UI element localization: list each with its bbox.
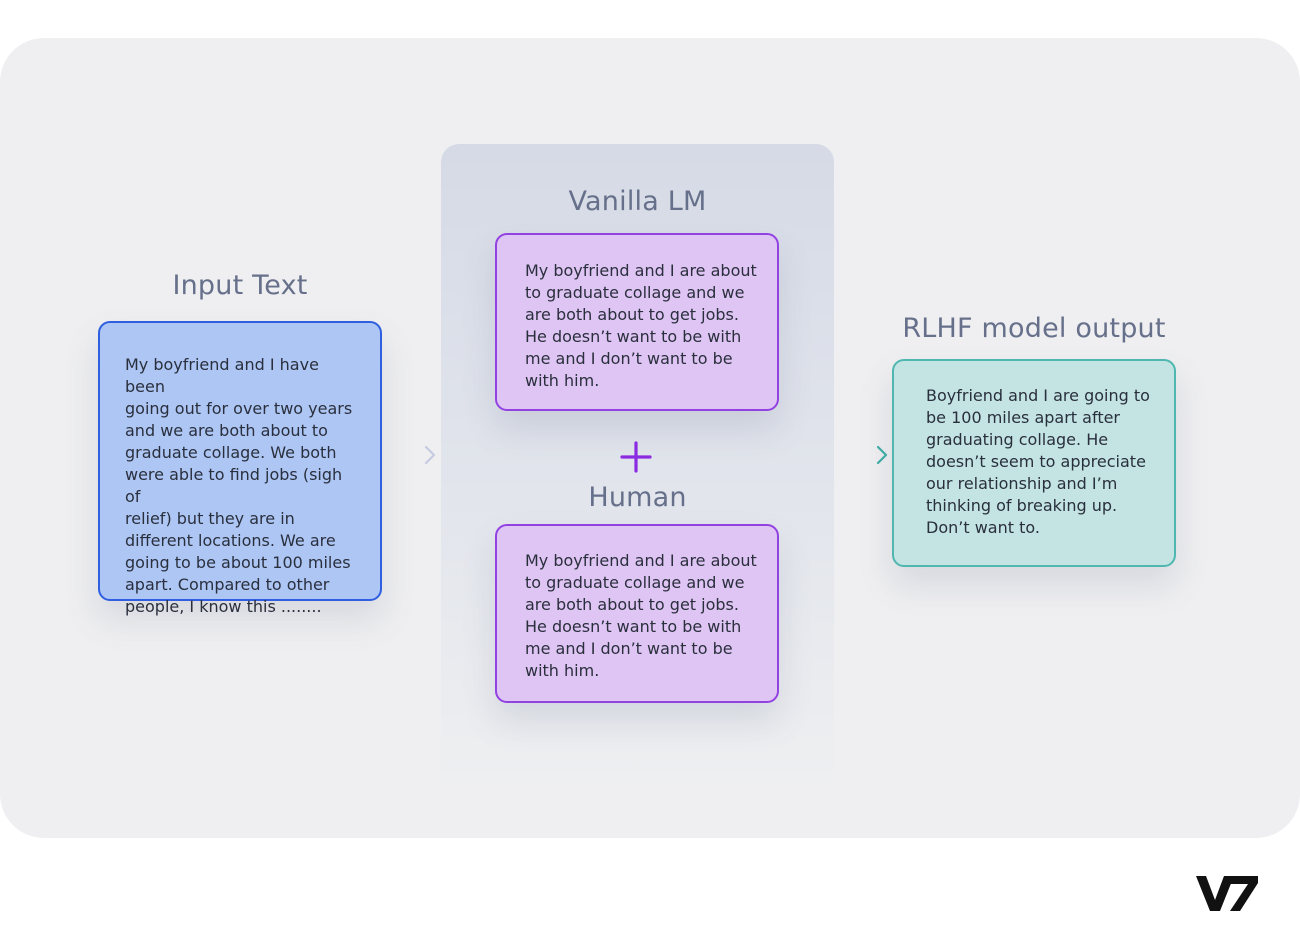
- arrow-right-icon: [834, 445, 888, 465]
- vanilla-lm-heading: Vanilla LM: [568, 186, 707, 217]
- input-text: My boyfriend and I have been going out f…: [125, 355, 353, 616]
- human-heading: Human: [588, 482, 687, 513]
- rlhf-output-card: Boyfriend and I are going to be 100 mile…: [892, 359, 1176, 567]
- arrow-right-icon: [382, 445, 436, 465]
- vanilla-lm-text: My boyfriend and I are about to graduate…: [525, 261, 757, 390]
- plus-icon: [620, 441, 652, 473]
- rlhf-heading: RLHF model output: [902, 313, 1166, 344]
- human-card: My boyfriend and I are about to graduate…: [495, 524, 779, 703]
- human-text: My boyfriend and I are about to graduate…: [525, 551, 757, 680]
- input-text-card: My boyfriend and I have been going out f…: [98, 321, 382, 616]
- rlhf-output-text: Boyfriend and I are going to be 100 mile…: [926, 386, 1150, 537]
- input-heading: Input Text: [172, 270, 308, 301]
- vanilla-lm-card: My boyfriend and I are about to graduate…: [495, 233, 779, 411]
- v7-logo: [1196, 876, 1258, 911]
